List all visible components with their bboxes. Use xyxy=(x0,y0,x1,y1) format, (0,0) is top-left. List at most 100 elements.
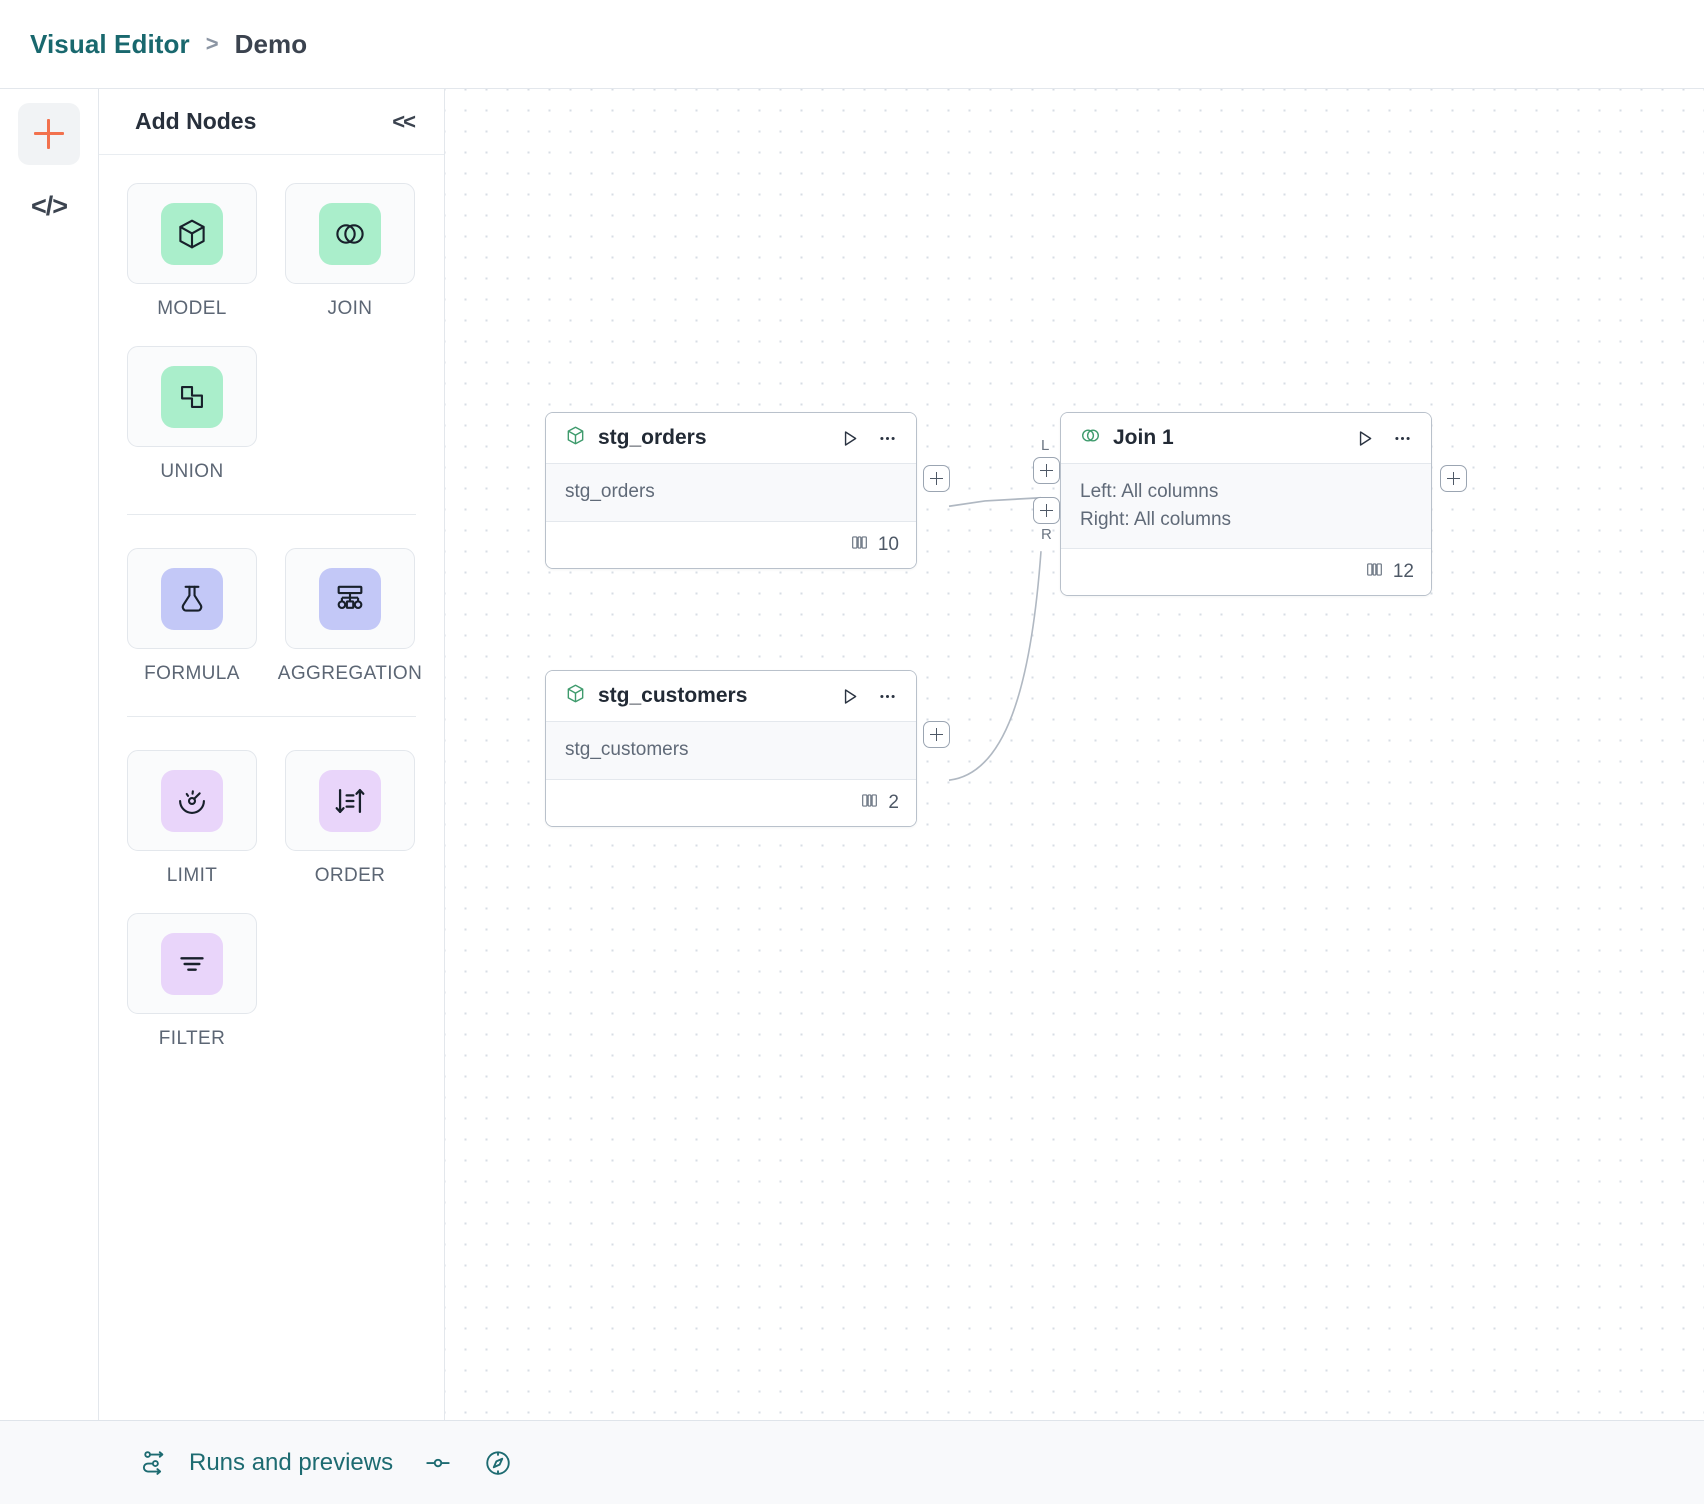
more-horizontal-icon[interactable] xyxy=(877,428,898,449)
node-label-union: UNION xyxy=(160,461,224,482)
output-handle-stg-customers[interactable] xyxy=(923,721,950,748)
node-tile-order[interactable] xyxy=(285,750,415,851)
node-title: stg_customers xyxy=(598,684,748,707)
plus-icon xyxy=(930,472,943,485)
plus-icon xyxy=(1040,504,1053,517)
node-header-actions xyxy=(1354,428,1413,449)
editor-body: </> Add Nodes << xyxy=(0,88,1704,1420)
play-icon[interactable] xyxy=(839,686,860,707)
play-icon[interactable] xyxy=(1354,428,1375,449)
node-card-filter[interactable]: FILTER xyxy=(127,913,257,1050)
input-handle-join-left[interactable] xyxy=(1033,457,1060,484)
node-card-union[interactable]: UNION xyxy=(127,346,257,483)
node-label-filter: FILTER xyxy=(158,1028,226,1049)
flask-icon xyxy=(161,567,223,630)
venn-icon xyxy=(1080,425,1101,451)
node-card-limit[interactable]: LIMIT xyxy=(127,750,257,887)
breadcrumb-current-page: Demo xyxy=(234,28,308,59)
cube-icon xyxy=(565,425,586,451)
group-divider-2 xyxy=(127,716,416,717)
node-header: stg_orders xyxy=(546,413,916,463)
compass-icon[interactable] xyxy=(483,1448,513,1478)
gauge-icon xyxy=(161,769,223,832)
pipeline-icon xyxy=(140,1448,170,1478)
node-label-formula: FORMULA xyxy=(144,663,240,684)
more-horizontal-icon[interactable] xyxy=(877,686,898,707)
cube-icon xyxy=(161,202,223,265)
add-nodes-panel-header: Add Nodes << xyxy=(99,89,444,155)
node-tile-formula[interactable] xyxy=(127,548,257,649)
filter-lines-icon xyxy=(161,932,223,995)
collapse-panel-button[interactable]: << xyxy=(392,108,416,134)
columns-icon xyxy=(860,791,879,815)
node-header: Join 1 xyxy=(1061,413,1431,463)
node-tile-aggregation[interactable] xyxy=(285,548,415,649)
plus-icon xyxy=(34,119,64,149)
node-group-row-ops: LIMIT ORDER xyxy=(127,750,416,1050)
node-group-transforms: FORMULA xyxy=(127,548,422,685)
node-body: Left: All columns Right: All columns xyxy=(1061,463,1431,550)
node-body: stg_orders xyxy=(546,463,916,522)
flow-node-join-1[interactable]: Join 1 xyxy=(1060,412,1432,597)
plus-icon xyxy=(1040,464,1053,477)
cube-icon xyxy=(565,683,586,709)
node-card-order[interactable]: ORDER xyxy=(285,750,415,887)
node-label-limit: LIMIT xyxy=(166,865,218,886)
add-nodes-panel: Add Nodes << xyxy=(99,89,445,1420)
node-tile-limit[interactable] xyxy=(127,750,257,851)
node-footer: 10 xyxy=(546,521,916,568)
node-group-sources: MODEL JOIN xyxy=(127,183,416,483)
node-footer: 12 xyxy=(1061,549,1431,596)
runs-and-previews-label: Runs and previews xyxy=(189,1448,394,1476)
node-label-model: MODEL xyxy=(157,298,227,319)
flow-node-stg-customers[interactable]: stg_customers xyxy=(545,670,917,827)
union-shapes-icon xyxy=(161,365,223,428)
node-title: Join 1 xyxy=(1113,426,1174,449)
code-icon: </> xyxy=(30,190,68,221)
column-count: 2 xyxy=(888,791,899,813)
canvas-area: stg_orders xyxy=(445,89,1704,1420)
node-card-aggregation[interactable]: AGGREGATION xyxy=(278,548,422,685)
more-horizontal-icon[interactable] xyxy=(1392,428,1413,449)
node-card-formula[interactable]: FORMULA xyxy=(127,548,257,685)
node-tile-union[interactable] xyxy=(127,346,257,447)
node-tile-filter[interactable] xyxy=(127,913,257,1014)
input-handle-join-right[interactable] xyxy=(1033,497,1060,524)
add-nodes-list: MODEL JOIN xyxy=(99,155,444,1420)
plus-icon xyxy=(930,728,943,741)
node-card-join[interactable]: JOIN xyxy=(285,183,415,320)
sort-arrows-icon xyxy=(319,769,381,832)
left-icon-rail: </> xyxy=(0,89,99,1420)
zoom-slider-icon[interactable] xyxy=(423,1448,453,1478)
bottom-toolbar: Runs and previews xyxy=(0,1420,1704,1504)
node-tile-join[interactable] xyxy=(285,183,415,284)
code-view-rail-button[interactable]: </> xyxy=(18,175,80,237)
venn-icon xyxy=(319,202,381,265)
group-divider-1 xyxy=(127,514,416,515)
runs-and-previews-button[interactable]: Runs and previews xyxy=(140,1448,393,1478)
breadcrumb-root-link[interactable]: Visual Editor xyxy=(30,28,190,59)
flow-canvas[interactable]: stg_orders xyxy=(445,89,1704,1420)
node-body-line-right: Right: All columns xyxy=(1080,508,1232,530)
node-footer: 2 xyxy=(546,779,916,826)
node-tile-model[interactable] xyxy=(127,183,257,284)
breadcrumb-separator: > xyxy=(205,31,219,56)
node-title: stg_orders xyxy=(598,426,707,449)
breadcrumb: Visual Editor > Demo xyxy=(0,0,1704,88)
hierarchy-icon xyxy=(319,567,381,630)
column-count: 10 xyxy=(877,533,899,555)
flow-node-stg-orders[interactable]: stg_orders xyxy=(545,412,917,569)
add-node-rail-button[interactable] xyxy=(18,103,80,165)
node-body-line-left: Left: All columns xyxy=(1080,481,1219,502)
node-label-order: ORDER xyxy=(314,865,386,886)
output-handle-join-1[interactable] xyxy=(1440,465,1467,492)
output-handle-stg-orders[interactable] xyxy=(923,465,950,492)
node-header: stg_customers xyxy=(546,671,916,721)
column-count: 12 xyxy=(1392,561,1414,583)
node-card-model[interactable]: MODEL xyxy=(127,183,257,320)
node-body-line: stg_customers xyxy=(565,739,689,760)
play-icon[interactable] xyxy=(839,428,860,449)
handle-label-right: R xyxy=(1041,526,1052,543)
node-label-join: JOIN xyxy=(327,298,373,319)
